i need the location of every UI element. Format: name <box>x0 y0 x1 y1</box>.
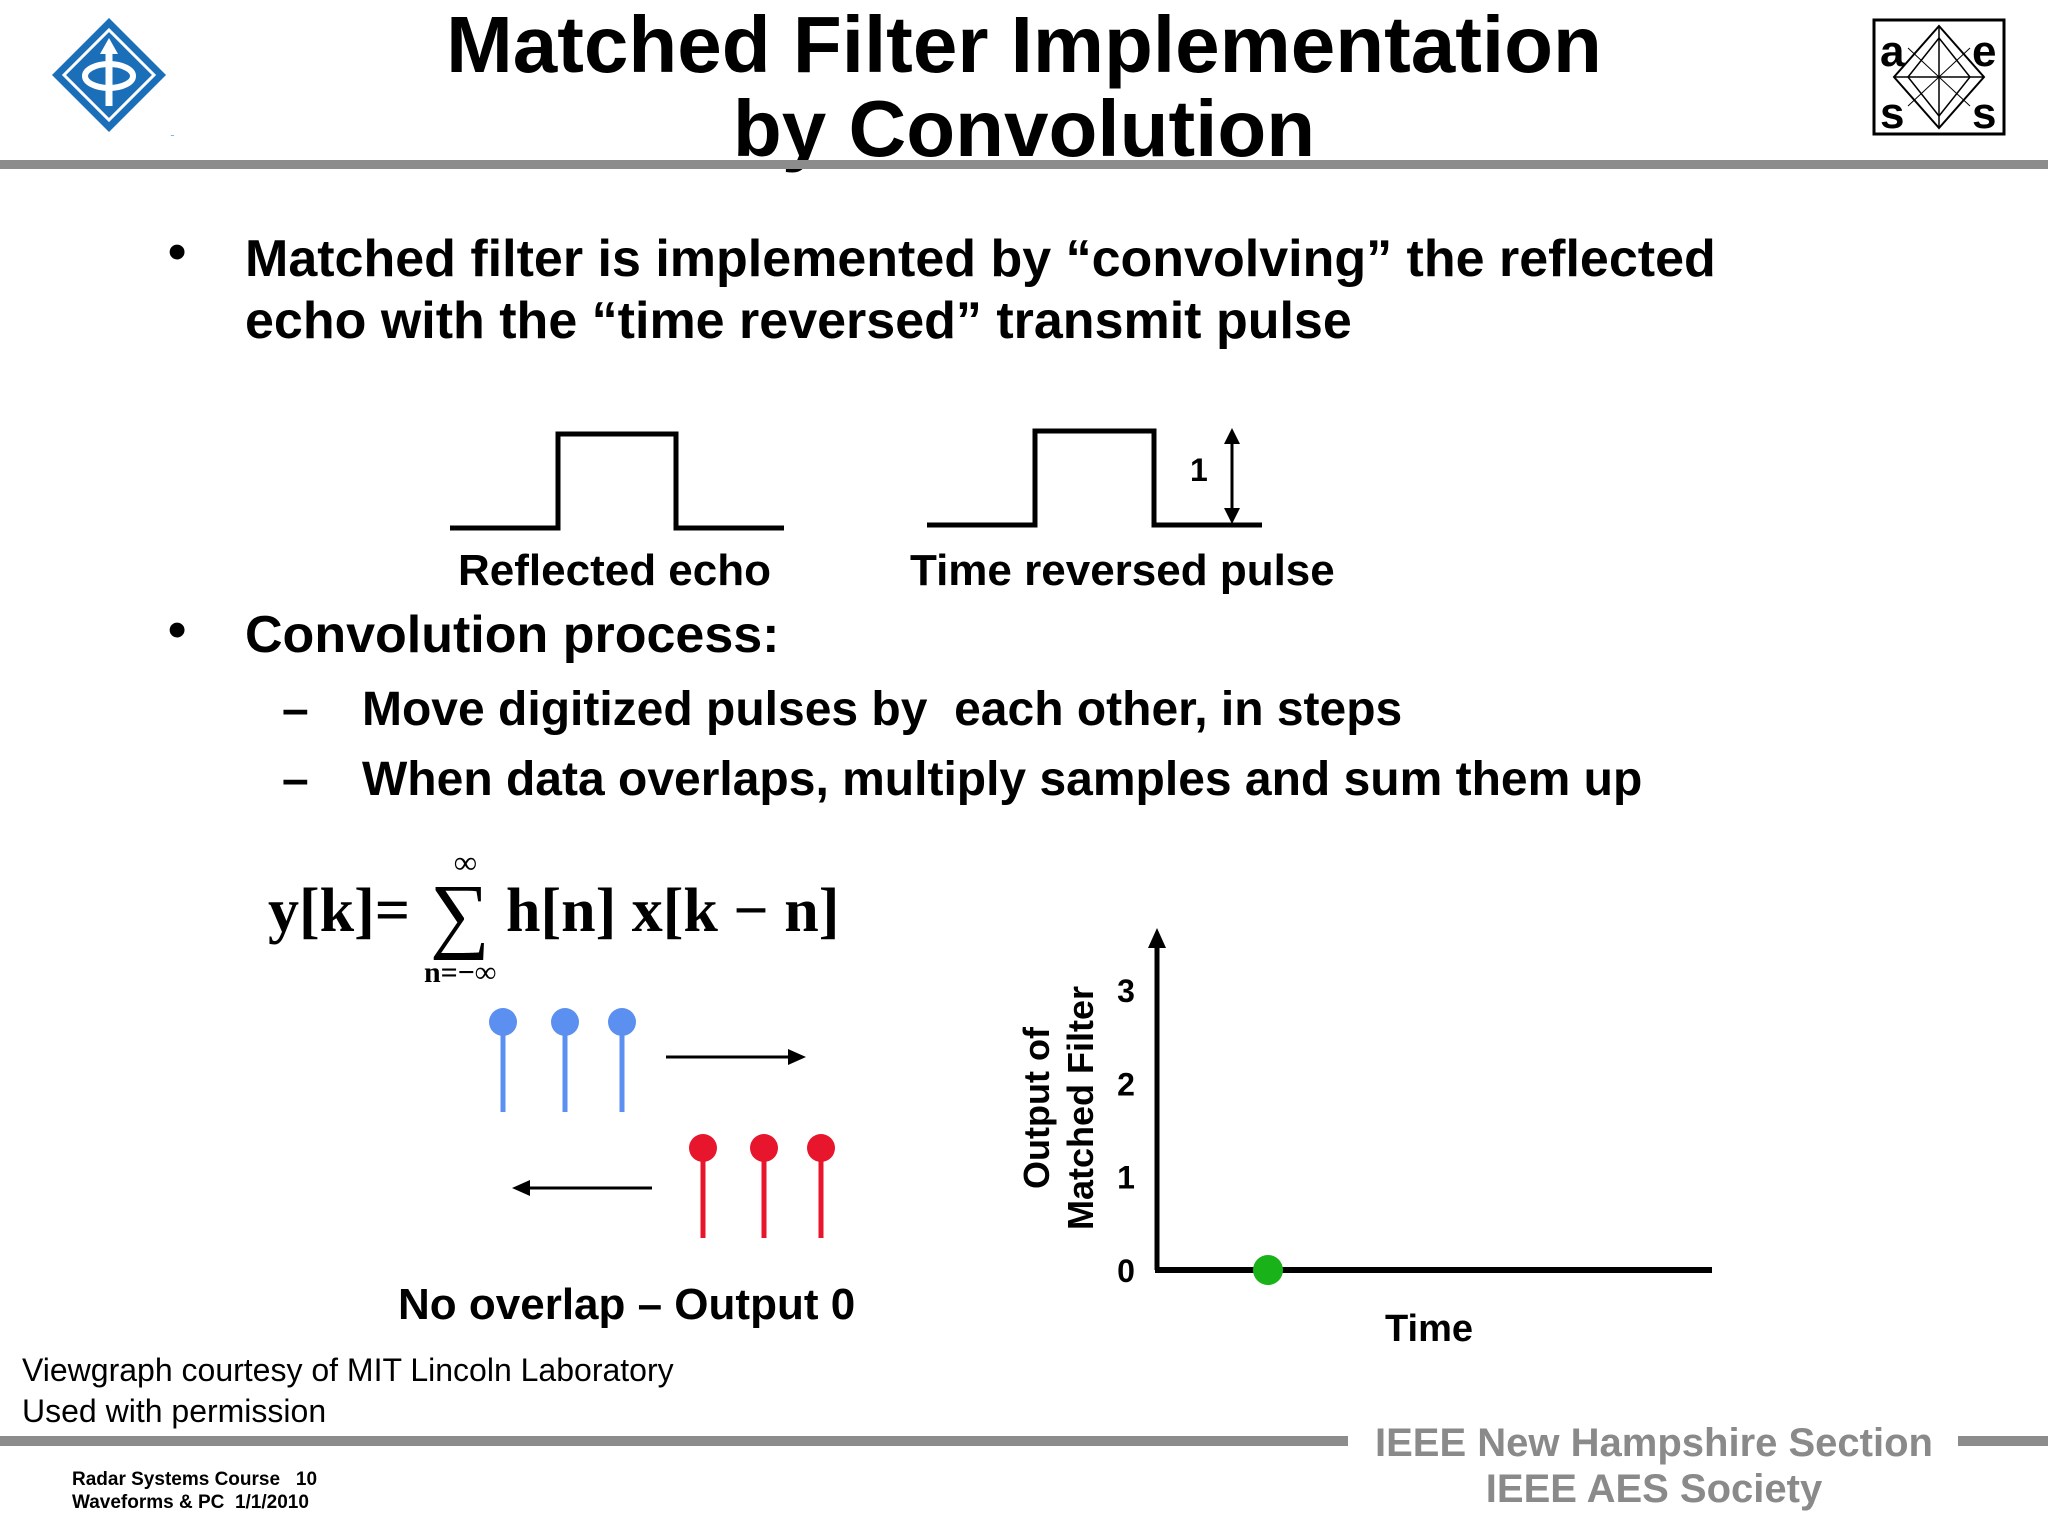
footer-course: Radar Systems Course <box>72 1469 281 1490</box>
formula-lower-limit: n=−∞ <box>424 956 497 989</box>
aess-letter-a: a <box>1880 27 1905 76</box>
footer-course-info: Radar Systems Course 10 Waveforms & PC 1… <box>72 1468 317 1514</box>
footer-topic: Waveforms & PC <box>72 1492 225 1513</box>
formula-lhs: y[k]= <box>268 877 411 945</box>
red-sample-head <box>689 1134 717 1162</box>
ieee-logo-icon: ® <box>52 18 174 136</box>
amplitude-label: 1 <box>1190 452 1208 488</box>
footer-date: 1/1/2010 <box>234 1492 309 1513</box>
chart-y-axis-arrow <box>1148 928 1166 948</box>
formula-sigma: ∑ <box>430 868 490 961</box>
chart-y-tick-label: 0 <box>1117 1253 1135 1289</box>
right-arrow-head <box>788 1049 806 1065</box>
left-arrow-head <box>512 1180 530 1196</box>
ieee-logo: ® <box>44 14 174 136</box>
convolution-formula: y[k]= ∞ ∑ n=−∞ h[n] x[k − n] <box>268 844 839 994</box>
courtesy-line-2: Used with permission <box>22 1393 327 1429</box>
bullet-marker-2: • <box>168 601 187 659</box>
courtesy-line-1: Viewgraph courtesy of MIT Lincoln Labora… <box>22 1352 674 1388</box>
aess-letter-s1: s <box>1880 89 1904 136</box>
time-reversed-label: Time reversed pulse <box>910 546 1335 595</box>
footer-org-2: IEEE AES Society <box>1485 1467 1823 1511</box>
footer-rule-left <box>0 1436 1348 1446</box>
red-sample-head <box>807 1134 835 1162</box>
blue-sample-head <box>608 1008 636 1036</box>
dash-marker-2: – <box>282 753 309 806</box>
bullet-1-line-2: echo with the “time reversed” transmit p… <box>245 292 1352 350</box>
bullet-1-line-1: Matched filter is implemented by “convol… <box>245 230 1716 288</box>
bullet-2: Convolution process: <box>245 606 780 664</box>
aess-letter-e: e <box>1972 27 1996 76</box>
chart-y-label-line-2: Matched Filter <box>1060 985 1101 1231</box>
overlap-caption: No overlap – Output 0 <box>398 1280 856 1329</box>
formula-upper-limit: ∞ <box>454 844 477 880</box>
sub-bullet-1: Move digitized pulses by each other, in … <box>362 683 1403 736</box>
blue-sample-head <box>489 1008 517 1036</box>
chart-y-tick-label: 1 <box>1117 1160 1135 1196</box>
aess-letter-s2: s <box>1972 89 1996 136</box>
bullet-marker-1: • <box>168 223 187 281</box>
aess-logo-icon: a e s s <box>1872 18 2006 136</box>
bullet-1: Matched filter is implemented by “convol… <box>245 228 1965 352</box>
chart-x-label: Time <box>1385 1308 1474 1350</box>
blue-sample-head <box>551 1008 579 1036</box>
chart-y-tick-label: 3 <box>1117 973 1135 1009</box>
footer-organization: IEEE New Hampshire Section IEEE AES Soci… <box>1350 1420 1958 1512</box>
footer-page-number: 10 <box>295 1469 318 1490</box>
formula-rhs: h[n] x[k − n] <box>506 877 840 945</box>
title-line-1: Matched Filter Implementation <box>446 0 1602 89</box>
chart-y-label-line-1: Output of <box>1016 1027 1057 1189</box>
reflected-echo-label: Reflected echo <box>458 546 771 595</box>
blue-samples <box>489 1008 636 1112</box>
red-samples <box>689 1134 835 1238</box>
time-reversed-pulse <box>927 428 1262 528</box>
footer-org-1: IEEE New Hampshire Section <box>1375 1421 1933 1465</box>
chart-data-point <box>1253 1255 1283 1285</box>
chart-y-tick-label: 2 <box>1117 1066 1135 1102</box>
red-sample-head <box>750 1134 778 1162</box>
reflected-echo-pulse <box>450 431 784 531</box>
footer-rule-right <box>1958 1436 2048 1446</box>
header-rule <box>0 160 2048 169</box>
amplitude-arrow-head-down <box>1224 508 1240 524</box>
amplitude-arrow-head-up <box>1224 428 1240 444</box>
svg-text:®: ® <box>168 134 174 136</box>
title-line-2: by Convolution <box>732 84 1316 173</box>
dash-marker-1: – <box>282 683 309 736</box>
aess-logo: a e s s <box>1872 18 2006 136</box>
courtesy-note: Viewgraph courtesy of MIT Lincoln Labora… <box>22 1350 674 1432</box>
sub-bullet-2: When data overlaps, multiply samples and… <box>362 753 1643 806</box>
